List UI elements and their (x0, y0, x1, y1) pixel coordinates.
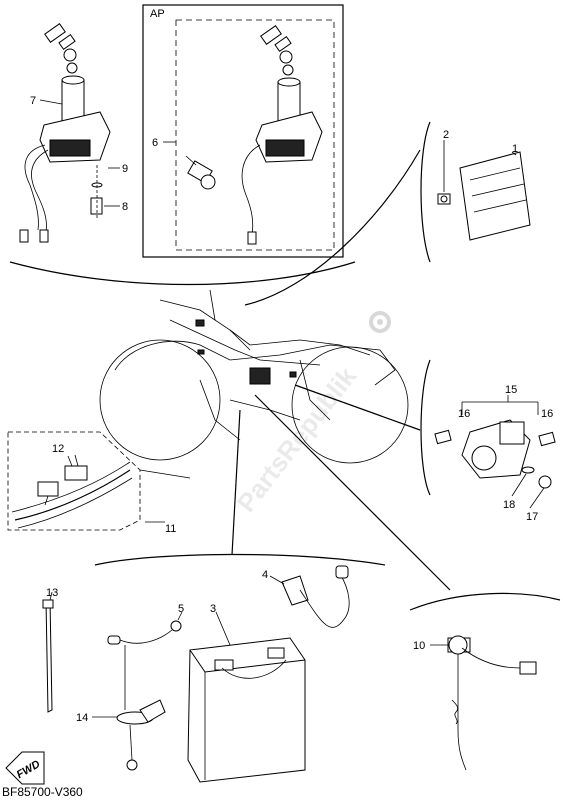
callout-10: 10 (413, 640, 425, 652)
label-leader-ticks (39, 99, 120, 467)
motorcycle-outline (99, 289, 409, 464)
battery-terminal-cover-part (269, 565, 350, 628)
watermark-text: PartsRepublik (231, 361, 363, 518)
callout-9: 9 (122, 163, 128, 175)
top-right-callout-frame (244, 121, 431, 306)
callout-18: 18 (503, 499, 515, 511)
callout-11: 11 (165, 523, 176, 535)
watermark-gear-icon (369, 311, 391, 333)
callout-4: 4 (262, 569, 268, 581)
ap-inset-frame: AP (142, 4, 344, 258)
ap-main-switch-assembly (185, 25, 323, 245)
battery-cable-part (92, 611, 183, 771)
battery-part (187, 611, 306, 783)
bottom-right-callout-frame (409, 592, 561, 611)
callout-14: 14 (76, 712, 88, 724)
callout-3: 3 (210, 603, 216, 615)
bottom-callout-frame (94, 553, 386, 566)
callout-12: 12 (52, 443, 64, 455)
drawing-code: BF85700-V360 (2, 785, 83, 799)
main-switch-assembly (19, 23, 111, 243)
callout-16-right: 16 (541, 408, 553, 420)
callout-8: 8 (122, 201, 128, 213)
callout-13: 13 (46, 587, 58, 599)
callout-1: 1 (512, 143, 518, 155)
neutral-switch-part (430, 635, 537, 771)
callout-16-left: 16 (458, 408, 470, 420)
callout-5: 5 (178, 603, 184, 615)
callout-6: 6 (152, 137, 158, 149)
center-leader-lines (231, 384, 451, 591)
callout-2: 2 (443, 129, 449, 141)
callout-15: 15 (505, 384, 517, 396)
harness-inset (7, 431, 191, 531)
ap-label: AP (150, 8, 165, 20)
cable-tie-part (42, 591, 54, 713)
top-left-callout-frame (9, 261, 356, 286)
starter-relay-part (434, 395, 556, 509)
relay-part (437, 140, 531, 241)
callout-labels: 1 2 3 4 5 6 7 8 9 10 11 12 13 14 15 16 1… (30, 95, 553, 724)
callout-7: 7 (30, 95, 36, 107)
right-callout-frame (420, 359, 431, 496)
callout-17: 17 (526, 511, 538, 523)
fwd-arrow-icon: FWD (5, 751, 45, 785)
